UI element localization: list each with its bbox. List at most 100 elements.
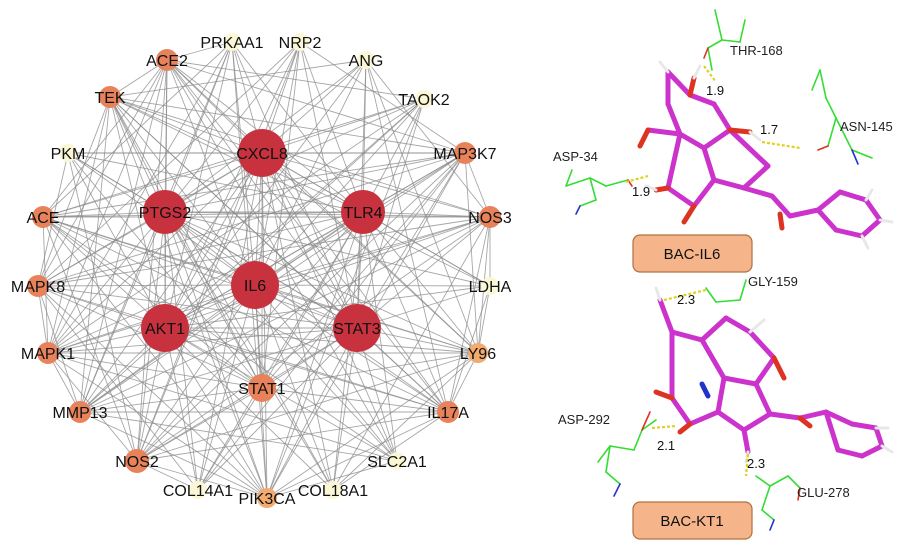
network-edge <box>47 98 425 354</box>
network-edge <box>166 59 256 286</box>
network-edge <box>47 352 138 462</box>
network-node <box>156 49 178 71</box>
network-edge <box>197 387 263 491</box>
network-edge <box>42 216 138 462</box>
complex-label: BAC-KT1 <box>660 513 723 530</box>
network-edge <box>356 152 466 329</box>
network-edge <box>42 216 263 389</box>
bond <box>863 197 883 223</box>
network-edge <box>79 411 398 462</box>
bond <box>753 355 777 387</box>
network-edge <box>254 216 491 286</box>
node-label: TEK <box>94 90 125 107</box>
network-edge <box>254 59 367 286</box>
network-edge <box>47 96 111 354</box>
bond <box>748 130 762 142</box>
bond <box>669 329 705 343</box>
bond <box>657 297 675 335</box>
bond <box>714 9 723 41</box>
network-node <box>125 449 149 473</box>
hydrogen-bonds <box>651 288 750 477</box>
hbond <box>744 453 750 477</box>
bond <box>815 189 843 213</box>
network-edge <box>299 41 466 154</box>
network-edge <box>37 285 268 499</box>
network-edge <box>362 211 398 462</box>
bond <box>641 419 657 431</box>
network-node <box>37 342 59 364</box>
bond <box>575 205 581 215</box>
bond <box>711 101 733 133</box>
network-node <box>27 275 49 297</box>
network-edge <box>136 411 449 462</box>
network-edge <box>109 96 268 499</box>
bond <box>605 445 611 473</box>
network-edge <box>166 59 358 329</box>
network-edge <box>362 211 449 413</box>
bond <box>769 519 775 531</box>
node-label: NOS2 <box>115 454 159 471</box>
network-edges <box>37 41 491 499</box>
bond <box>835 117 853 151</box>
network-node <box>238 129 286 177</box>
network-edge <box>37 41 301 287</box>
network-edge <box>332 352 479 491</box>
network-node <box>388 452 406 470</box>
docking-panel-il6: THR-168 ASN-145 ASP-34 1.9 1.7 1.9 BAC-I… <box>553 9 894 273</box>
bond <box>860 234 870 250</box>
node-label: STAT3 <box>333 321 381 338</box>
bond <box>653 389 675 401</box>
network-edge <box>447 216 491 413</box>
network-edge <box>136 352 479 462</box>
bond <box>827 117 837 147</box>
bond <box>721 375 759 387</box>
bond <box>641 411 651 431</box>
node-label: IL17A <box>427 405 469 422</box>
bond <box>703 47 709 59</box>
bond <box>605 471 621 485</box>
network-edge <box>47 352 81 413</box>
network-node <box>468 343 488 363</box>
bond <box>613 483 621 497</box>
bond <box>755 475 771 487</box>
network-edge <box>164 41 301 329</box>
network-edge <box>365 59 491 218</box>
bond <box>851 149 873 159</box>
bond <box>767 411 803 421</box>
bond <box>817 145 829 151</box>
node-label: TLR4 <box>343 205 382 222</box>
network-edge <box>254 284 398 462</box>
node-label: NOS3 <box>468 210 512 227</box>
network-edge <box>37 211 364 287</box>
bond <box>797 487 801 501</box>
bond <box>835 447 865 459</box>
network-edge <box>42 216 449 413</box>
bond <box>787 475 801 489</box>
node-label: MAPK1 <box>21 346 75 363</box>
network-node <box>437 401 459 423</box>
bond <box>589 177 597 201</box>
network-edge <box>164 285 491 329</box>
bond <box>727 127 771 169</box>
network-node <box>341 190 385 234</box>
network-node <box>189 481 207 499</box>
bond <box>681 203 697 225</box>
bond <box>644 184 658 192</box>
network-node <box>69 401 91 423</box>
hbond <box>761 140 801 150</box>
network-edge <box>47 352 268 499</box>
network-edge <box>266 460 398 499</box>
network-edge <box>37 285 81 413</box>
network-edge <box>42 216 268 499</box>
distance-label: 1.9 <box>632 184 650 199</box>
complex-label-box <box>632 234 753 273</box>
network-edge <box>166 59 398 462</box>
network-edge <box>464 152 479 354</box>
node-label: TAOK2 <box>398 92 449 109</box>
network-edge <box>365 59 479 354</box>
bond <box>665 185 697 209</box>
network-edge <box>261 152 466 389</box>
bond <box>637 127 651 149</box>
network-node <box>257 488 277 508</box>
